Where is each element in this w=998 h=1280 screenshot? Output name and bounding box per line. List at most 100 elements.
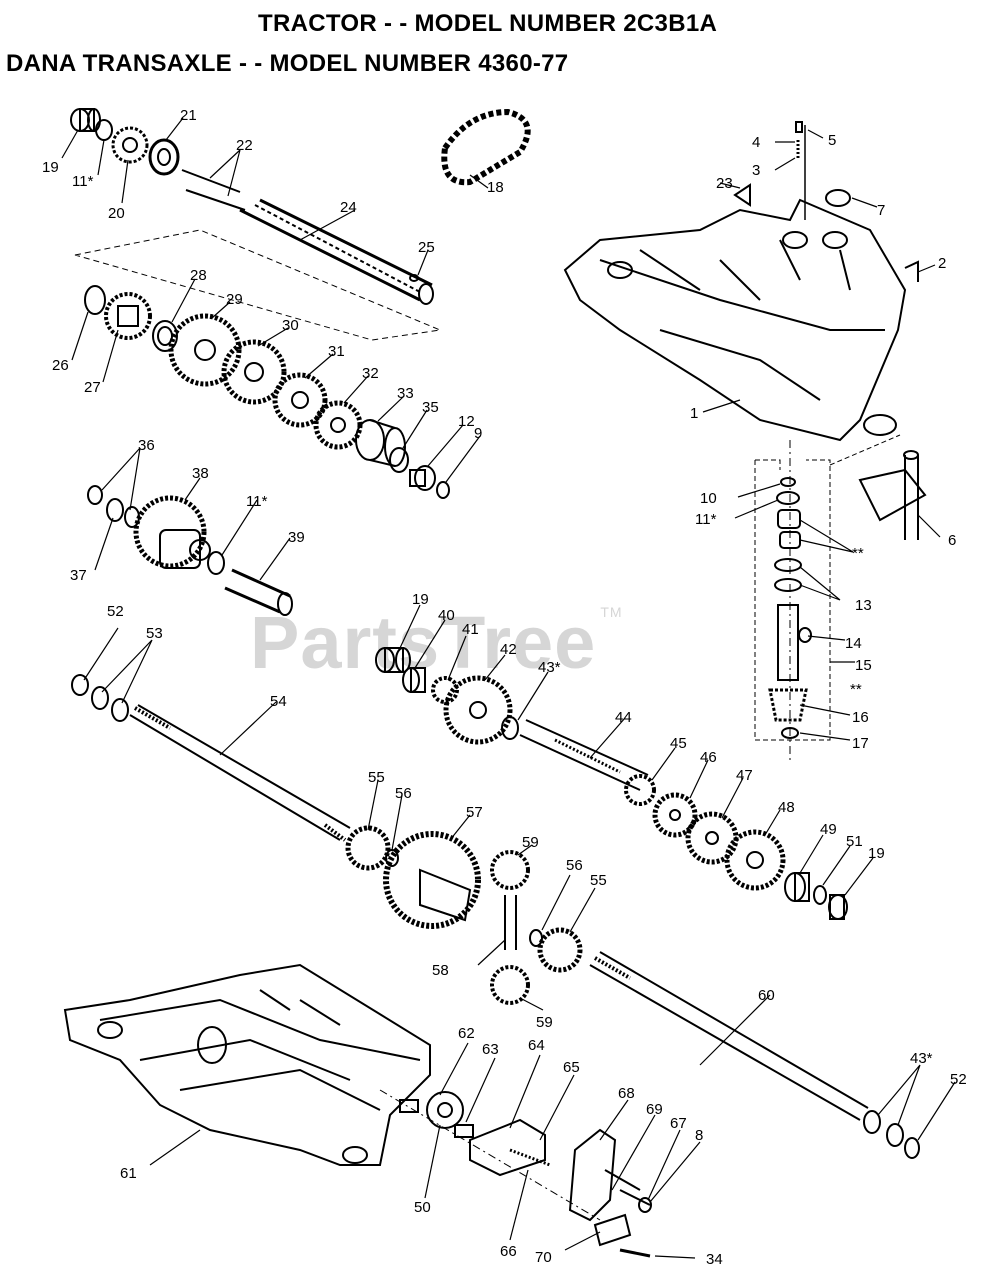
part-label: 26 — [52, 357, 69, 374]
part-label: 22 — [236, 137, 253, 154]
part-label: 11* — [246, 493, 268, 510]
part-label: 66 — [500, 1243, 517, 1260]
axle-right — [589, 951, 920, 1159]
part-label: ** — [850, 681, 862, 698]
part-label: 33 — [397, 385, 414, 402]
gear-stack-upper — [74, 229, 450, 499]
part-label: 11* — [72, 173, 94, 190]
center-shaft-group — [375, 647, 848, 920]
part-label: 45 — [670, 735, 687, 752]
shift-assembly — [754, 434, 927, 760]
part-label: 19 — [868, 845, 885, 862]
part-label: 8 — [695, 1127, 703, 1144]
part-label: 59 — [536, 1014, 553, 1031]
diagram-title-tractor: TRACTOR - - MODEL NUMBER 2C3B1A — [258, 10, 718, 37]
part-label: 40 — [438, 607, 455, 624]
part-label: 65 — [563, 1059, 580, 1076]
part-label: 17 — [852, 735, 869, 752]
part-label: 69 — [646, 1101, 663, 1118]
part-label: 64 — [528, 1037, 545, 1054]
part-label: 21 — [180, 107, 197, 124]
part-label: 14 — [845, 635, 862, 652]
countershaft-group — [87, 485, 293, 616]
part-label: 28 — [190, 267, 207, 284]
part-label: 15 — [855, 657, 872, 674]
diagram-title-transaxle: DANA TRANSAXLE - - MODEL NUMBER 4360-77 — [6, 50, 569, 77]
part-label: 62 — [458, 1025, 475, 1042]
part-label: 43* — [538, 659, 561, 676]
part-label: 37 — [70, 567, 87, 584]
drive-chain — [441, 108, 531, 186]
axle-left — [71, 674, 351, 842]
part-label: 30 — [282, 317, 299, 334]
part-label: ** — [852, 545, 864, 562]
part-label: 19 — [412, 591, 429, 608]
part-label: 47 — [736, 767, 753, 784]
part-label: 50 — [414, 1199, 431, 1216]
part-label: 68 — [618, 1085, 635, 1102]
watermark-trademark: TM — [600, 604, 623, 620]
lower-housing — [63, 963, 431, 1166]
part-label: 52 — [950, 1071, 967, 1088]
part-label: 42 — [500, 641, 517, 658]
part-label: 38 — [192, 465, 209, 482]
part-label: 44 — [615, 709, 632, 726]
part-label: 32 — [362, 365, 379, 382]
part-label: 35 — [422, 399, 439, 416]
part-label: 61 — [120, 1165, 137, 1182]
part-label: 11* — [695, 511, 717, 528]
part-label: 51 — [846, 833, 863, 850]
part-label: 9 — [474, 425, 482, 442]
part-label: 46 — [700, 749, 717, 766]
part-label: 39 — [288, 529, 305, 546]
part-label: 49 — [820, 821, 837, 838]
part-label: 67 — [670, 1115, 687, 1132]
leader-lines — [61, 117, 956, 1259]
input-shaft-group — [70, 108, 434, 305]
part-label: 60 — [758, 987, 775, 1004]
part-label: 58 — [432, 962, 449, 979]
brake-assembly — [379, 1089, 652, 1258]
part-label: 34 — [706, 1251, 723, 1268]
part-label: 5 — [828, 132, 836, 149]
part-label: 25 — [418, 239, 435, 256]
part-label: 27 — [84, 379, 101, 396]
differential-group — [345, 825, 583, 1005]
part-label: 63 — [482, 1041, 499, 1058]
part-label: 3 — [752, 162, 760, 179]
part-label: 41 — [462, 621, 479, 638]
part-label: 55 — [590, 872, 607, 889]
part-label: 56 — [566, 857, 583, 874]
part-label: 2 — [938, 255, 946, 272]
part-label: 23 — [716, 175, 733, 192]
part-label: 18 — [487, 179, 504, 196]
part-label: 24 — [340, 199, 357, 216]
upper-housing — [563, 121, 919, 442]
part-label: 43* — [910, 1050, 933, 1067]
part-label: 20 — [108, 205, 125, 222]
part-label: 12 — [458, 413, 475, 430]
part-label: 13 — [855, 597, 872, 614]
watermark-text: PartsTree — [250, 601, 597, 684]
part-label: 1 — [690, 405, 698, 422]
part-label: 16 — [852, 709, 869, 726]
part-label: 29 — [226, 291, 243, 308]
part-label: 59 — [522, 834, 539, 851]
part-label: 53 — [146, 625, 163, 642]
part-label: 10 — [700, 490, 717, 507]
part-label: 56 — [395, 785, 412, 802]
part-label: 57 — [466, 804, 483, 821]
part-label: 52 — [107, 603, 124, 620]
part-label: 55 — [368, 769, 385, 786]
part-label: 48 — [778, 799, 795, 816]
part-label: 54 — [270, 693, 287, 710]
part-label: 36 — [138, 437, 155, 454]
part-label: 7 — [877, 202, 885, 219]
part-label: 70 — [535, 1249, 552, 1266]
part-label: 31 — [328, 343, 345, 360]
part-label: 19 — [42, 159, 59, 176]
